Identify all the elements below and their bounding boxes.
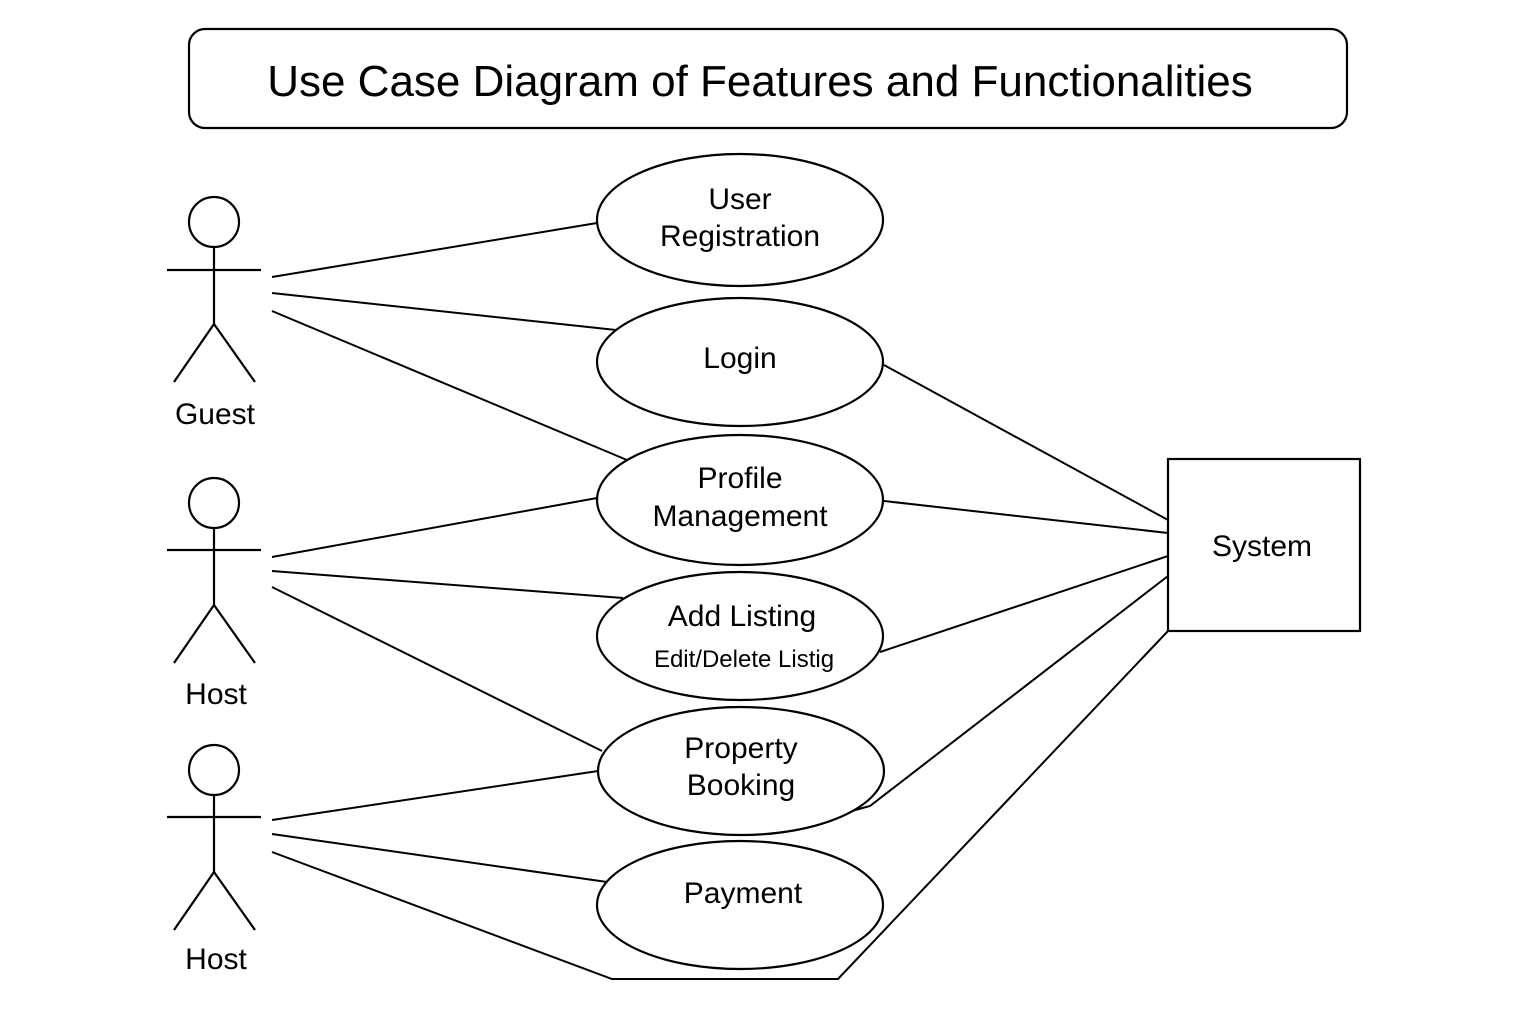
association-login-system — [883, 364, 1169, 521]
use-case-label: Payment — [684, 877, 803, 910]
actor-head — [187, 476, 241, 530]
use-case-label: Booking — [687, 769, 795, 802]
system-box: System — [1166, 457, 1362, 633]
use-case-login: Login — [595, 296, 885, 428]
association-guest-user-registration — [271, 222, 598, 278]
system-label: System — [1212, 530, 1312, 563]
use-case-label: User — [708, 183, 771, 216]
use-case-label: Property — [684, 732, 797, 765]
association-host1-add-listing — [271, 570, 624, 599]
associations — [271, 222, 1169, 980]
actor-host: Host — [167, 476, 261, 711]
use-case-label: Add Listing — [668, 600, 816, 633]
use-case-sublabel: Edit/Delete Listig — [654, 646, 834, 673]
association-profile-management-system — [883, 500, 1169, 534]
association-guest-login — [271, 292, 617, 331]
use-case-label: Login — [703, 342, 776, 375]
association-host1-profile-management — [271, 497, 598, 558]
use-case-profile-management: Profile Management — [595, 433, 885, 567]
diagram-title: Use Case Diagram of Features and Functio… — [267, 57, 1253, 106]
association-add-listing-system — [879, 555, 1169, 653]
association-host2-system — [271, 630, 1169, 980]
actor-head — [187, 743, 241, 797]
actor-label: Host — [185, 678, 247, 711]
actor-label: Guest — [175, 398, 256, 431]
use-case-user-registration: User Registration — [595, 152, 885, 288]
use-case-payment: Payment — [595, 839, 885, 971]
actor-label: Host — [185, 943, 247, 976]
actor-guest: Guest — [167, 195, 261, 431]
association-host2-property-booking — [271, 770, 599, 821]
use-case-label: Management — [652, 500, 828, 533]
use-case-label: Profile — [697, 462, 782, 495]
actor-host-second: Host — [167, 743, 261, 976]
association-host2-payment — [271, 833, 608, 883]
association-host1-property-booking — [271, 586, 603, 752]
actor-head — [187, 195, 241, 249]
use-case-property-booking: Property Booking — [596, 705, 886, 837]
use-case-label: Registration — [660, 220, 820, 253]
title-box: Use Case Diagram of Features and Functio… — [187, 27, 1349, 130]
use-case-add-listing: Add Listing Edit/Delete Listig — [595, 570, 885, 702]
association-guest-profile-management — [271, 310, 628, 461]
